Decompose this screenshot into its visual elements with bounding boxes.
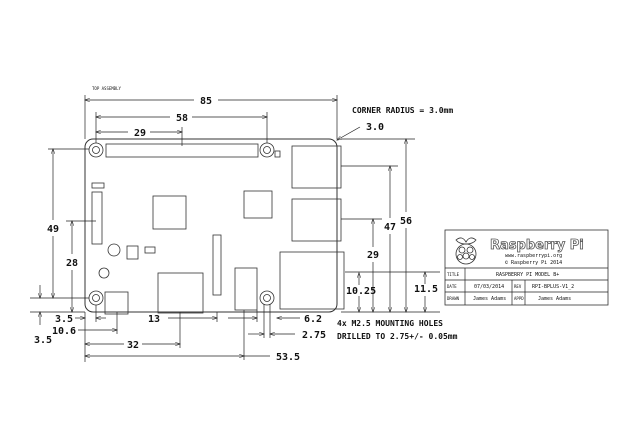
- dim-10-6: 10.6: [52, 326, 76, 337]
- dim-53-5: 53.5: [276, 352, 300, 363]
- dim-10-25: 10.25: [346, 286, 376, 297]
- drawn-value: James Adams: [473, 296, 506, 302]
- rev-label: REV: [514, 284, 522, 289]
- raspberry-logo: [455, 237, 477, 265]
- title-value: RASPBERRY PI MODEL B+: [496, 272, 559, 278]
- view-label: TOP ASSEMBLY: [92, 86, 121, 91]
- camera-connector: [212, 234, 222, 296]
- dim-3-5-bottom: 3.5: [55, 314, 73, 325]
- ethernet-port: [279, 251, 345, 310]
- audio-jack: [234, 267, 258, 311]
- board-outline: [84, 138, 345, 315]
- dim-49: 49: [47, 224, 59, 235]
- usb-port-2: [291, 198, 342, 242]
- dim-13: 13: [148, 314, 160, 325]
- usb-port-1: [291, 145, 342, 189]
- dim-3-5-left: 3.5: [34, 335, 52, 346]
- dim-32: 32: [127, 340, 139, 351]
- dim-3-0: 3.0: [366, 122, 384, 133]
- display-connector: [91, 191, 103, 245]
- dim-2-75: 2.75: [302, 330, 326, 341]
- website: www.raspberrypi.org: [505, 253, 562, 259]
- date-value: 07/03/2014: [474, 284, 504, 290]
- drawn-label: DRAWN: [447, 296, 460, 301]
- copyright: © Raspberry Pi 2014: [505, 260, 562, 266]
- appd-value: James Adams: [538, 296, 571, 302]
- soc-chip: [152, 195, 187, 230]
- title-block: Raspberry Pi www.raspberrypi.org © Raspb…: [444, 229, 609, 306]
- appd-label: APPD: [514, 296, 524, 301]
- dim-58: 58: [176, 113, 188, 124]
- dim-6-2: 6.2: [304, 314, 322, 325]
- dim-85: 85: [200, 96, 212, 107]
- hdmi-port: [157, 272, 204, 314]
- micro-usb: [104, 291, 129, 315]
- mounting-holes: [88, 142, 275, 306]
- rev-value: RPI-BPLUS-V1_2: [532, 284, 574, 290]
- date-label: DATE: [447, 284, 457, 289]
- dim-29-top: 29: [134, 128, 146, 139]
- corner-radius-note: CORNER RADIUS = 3.0mm: [352, 106, 453, 115]
- dim-29-right: 29: [367, 250, 379, 261]
- title-label: TITLE: [447, 272, 460, 277]
- dim-28: 28: [66, 258, 78, 269]
- mounting-note-1: 4x M2.5 MOUNTING HOLES: [337, 319, 443, 328]
- mounting-note-2: DRILLED TO 2.75+/- 0.05mm: [337, 332, 458, 341]
- dim-11-5: 11.5: [414, 284, 438, 295]
- dim-56: 56: [400, 216, 412, 227]
- lan-chip: [243, 190, 273, 219]
- brand-name: Raspberry Pi: [490, 238, 584, 253]
- dim-47: 47: [384, 222, 396, 233]
